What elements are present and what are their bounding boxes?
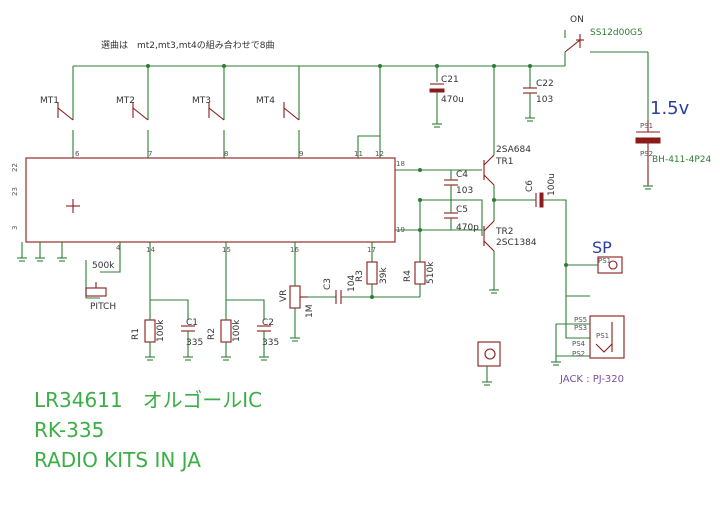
c22-label: C22 [536, 79, 554, 89]
r1-value: 100k [156, 319, 166, 342]
battery-holder-label: BH-411-4P24 [652, 155, 711, 165]
resistor-r2 [220, 319, 232, 343]
svg-text:14: 14 [146, 246, 155, 254]
jack-label: JACK : PJ-320 [560, 374, 625, 385]
switch-mt2 [132, 66, 149, 158]
mt3-label: MT3 [192, 96, 211, 106]
speaker-terminal: PS1 [564, 256, 623, 274]
c4-value: 103 [456, 186, 473, 196]
resistor-r4 [414, 261, 426, 285]
speaker-label: SP [592, 238, 612, 257]
title-line-2: RK-335 [34, 418, 105, 442]
svg-text:11: 11 [354, 150, 363, 158]
r4-label: R4 [403, 270, 413, 282]
mt1-label: MT1 [40, 96, 59, 106]
power-switch [564, 30, 649, 120]
c3-value: 104 [347, 275, 357, 292]
tr1-part: 2SA684 [496, 145, 531, 155]
r3-value: 39k [379, 267, 389, 284]
battery-voltage: 1.5v [650, 98, 690, 119]
title-line-3: RADIO KITS IN JA [34, 448, 201, 472]
c1-label: C1 [186, 318, 198, 328]
c21-value: 470u [441, 95, 464, 105]
switch-mt3 [208, 66, 225, 158]
r1-label: R1 [131, 328, 141, 340]
c3-label: C3 [323, 278, 333, 290]
vr-value: 1M [305, 305, 315, 319]
svg-text:PS2: PS2 [640, 150, 653, 158]
c22-value: 103 [536, 95, 553, 105]
pitch-label: PITCH [90, 302, 116, 312]
svg-text:7: 7 [148, 150, 152, 158]
mt2-label: MT2 [116, 96, 135, 106]
resistor-r3 [366, 261, 378, 285]
song-selection-note: 選曲は mt2,mt3,mt4の組み合わせで8曲 [101, 41, 275, 51]
pitch-value: 500k [92, 261, 115, 271]
svg-text:PS1: PS1 [598, 257, 611, 265]
connector-socket [477, 341, 501, 386]
c2-label: C2 [262, 318, 274, 328]
r3-label: R3 [355, 270, 365, 282]
c2-value: 335 [262, 338, 279, 348]
switch-part-label: SS12d00G5 [590, 28, 643, 38]
switch-mt1 [57, 66, 74, 158]
vr-label: VR [279, 290, 289, 302]
resistor-r1 [144, 319, 156, 343]
svg-text:8: 8 [224, 150, 228, 158]
svg-text:PS1: PS1 [640, 122, 653, 130]
svg-text:15: 15 [222, 246, 231, 254]
transistor-tr2 [483, 200, 499, 294]
jack-pin-ps2: PS2 [572, 350, 585, 358]
tr1-label: TR1 [495, 157, 513, 167]
switch-state-label: ON [570, 15, 584, 25]
svg-text:12: 12 [375, 150, 384, 158]
svg-text:4: 4 [116, 244, 121, 252]
c5-value: 470p [456, 223, 479, 233]
c5-label: C5 [456, 205, 468, 215]
volume-potentiometer [289, 262, 308, 342]
svg-text:18: 18 [396, 160, 405, 168]
svg-text:9: 9 [299, 150, 303, 158]
r4-value: 510k [426, 261, 436, 284]
transistor-tr1 [483, 66, 495, 200]
svg-text:16: 16 [290, 246, 299, 254]
tr2-label: TR2 [495, 227, 513, 237]
pitch-potentiometer [85, 260, 121, 299]
headphone-jack [551, 265, 625, 366]
capacitor-c21 [429, 66, 445, 128]
title-line-1: LR34611 オルゴールIC [34, 388, 263, 412]
svg-text:22: 22 [11, 163, 19, 172]
battery-symbol: PS1 PS2 [635, 120, 661, 190]
svg-text:3: 3 [11, 226, 19, 230]
ic-lr34611 [25, 157, 396, 243]
c1-value: 335 [186, 338, 203, 348]
jack-pin-ps3: PS3 [574, 324, 587, 332]
mt4-label: MT4 [256, 96, 275, 106]
r2-value: 100k [232, 319, 242, 342]
tr2-part: 2SC1384 [496, 238, 537, 248]
c6-label: C6 [525, 180, 535, 192]
jack-pin-ps4: PS4 [572, 340, 586, 348]
jack-pin-ps1: PS1 [596, 332, 609, 340]
svg-text:23: 23 [11, 187, 19, 196]
jack-pin-ps5: PS5 [574, 316, 587, 324]
c21-label: C21 [441, 75, 459, 85]
svg-text:17: 17 [367, 246, 376, 254]
svg-text:6: 6 [75, 150, 80, 158]
switch-mt4 [283, 66, 300, 158]
r2-label: R2 [207, 328, 217, 340]
c6-value: 100u [547, 173, 557, 196]
capacitor-c22 [523, 66, 537, 122]
c4-label: C4 [456, 170, 468, 180]
